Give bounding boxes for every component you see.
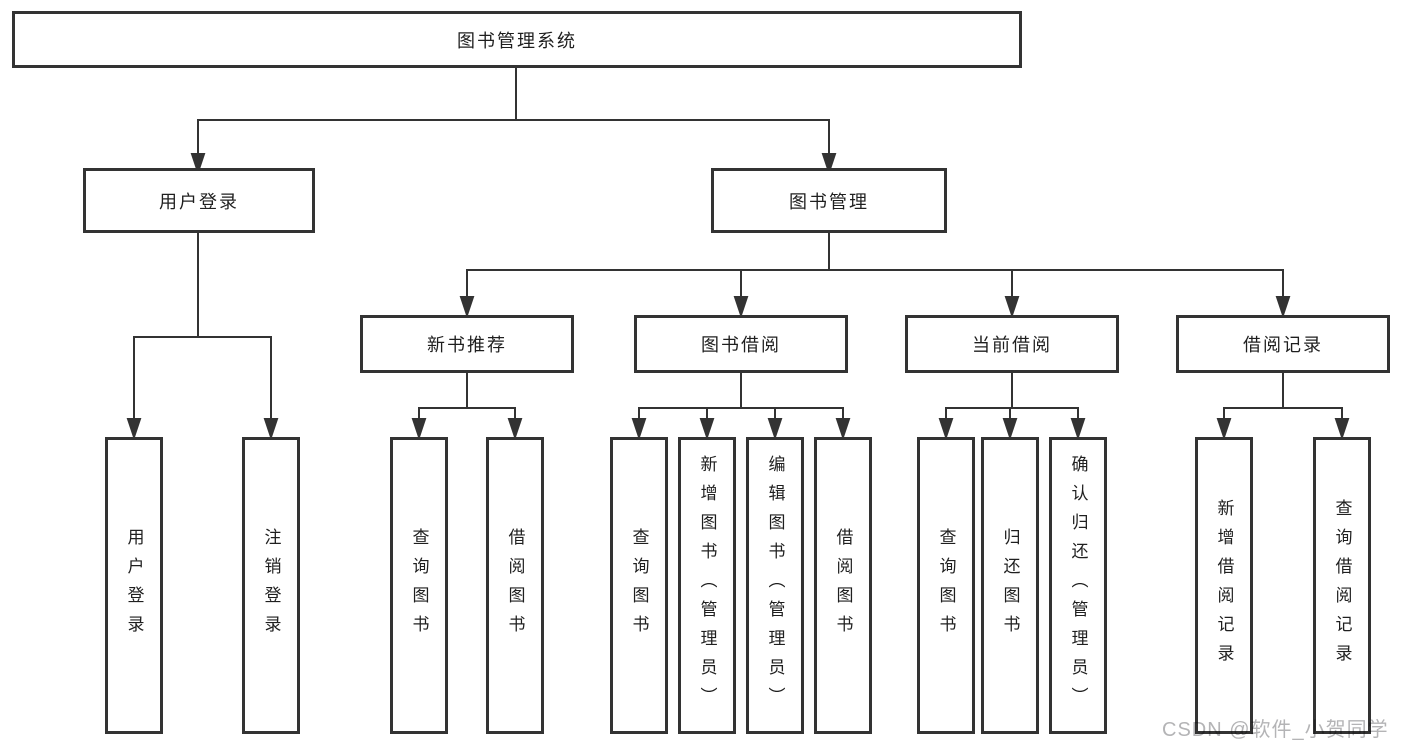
leaf-edit-books-admin: 编辑图书（管理员）	[746, 437, 804, 734]
leaf-return-books: 归还图书	[981, 437, 1039, 734]
leaf-add-books-admin-label: 新增图书（管理员）	[697, 455, 717, 716]
node-current-borrowing-label: 当前借阅	[972, 335, 1052, 355]
arrow-down-icon	[1070, 418, 1086, 441]
leaf-user-login: 用户登录	[105, 437, 163, 734]
leaf-return-books-label: 归还图书	[1000, 527, 1020, 644]
node-book-borrowing: 图书借阅	[634, 315, 848, 373]
arrow-down-icon	[1334, 418, 1350, 441]
node-book-management-label: 图书管理	[789, 191, 869, 212]
leaf-add-books-admin: 新增图书（管理员）	[678, 437, 736, 734]
leaf-query-borrow-record: 查询借阅记录	[1313, 437, 1371, 734]
watermark: CSDN @软件_小贺同学	[1162, 719, 1389, 741]
node-new-book-recommendation-label: 新书推荐	[427, 335, 507, 355]
leaf-borrow-books-1: 借阅图书	[486, 437, 544, 734]
leaf-logout-label: 注销登录	[261, 527, 281, 644]
leaf-query-books-1-label: 查询图书	[409, 527, 429, 644]
leaf-query-books-1: 查询图书	[390, 437, 448, 734]
node-borrowing-records-label: 借阅记录	[1243, 335, 1323, 355]
arrow-down-icon	[767, 418, 783, 441]
arrow-down-icon	[733, 296, 749, 319]
arrow-down-icon	[1004, 296, 1020, 319]
leaf-add-borrow-record-label: 新增借阅记录	[1214, 498, 1234, 673]
arrow-down-icon	[835, 418, 851, 441]
arrow-down-icon	[938, 418, 954, 441]
leaf-borrow-books-1-label: 借阅图书	[505, 527, 525, 644]
leaf-edit-books-admin-label: 编辑图书（管理员）	[765, 455, 785, 716]
arrow-down-icon	[631, 418, 647, 441]
leaf-add-borrow-record: 新增借阅记录	[1195, 437, 1253, 734]
node-borrowing-records: 借阅记录	[1176, 315, 1390, 373]
node-book-borrowing-label: 图书借阅	[701, 335, 781, 355]
leaf-logout: 注销登录	[242, 437, 300, 734]
leaf-query-books-2-label: 查询图书	[629, 527, 649, 644]
leaf-borrow-books-2-label: 借阅图书	[833, 527, 853, 644]
node-user-login: 用户登录	[83, 168, 315, 233]
arrow-down-icon	[126, 418, 142, 441]
leaf-query-borrow-record-label: 查询借阅记录	[1332, 498, 1352, 673]
node-user-login-label: 用户登录	[159, 191, 239, 212]
arrow-down-icon	[1002, 418, 1018, 441]
leaf-query-books-2: 查询图书	[610, 437, 668, 734]
arrow-down-icon	[1216, 418, 1232, 441]
leaf-query-books-3: 查询图书	[917, 437, 975, 734]
leaf-query-books-3-label: 查询图书	[936, 527, 956, 644]
node-book-management: 图书管理	[711, 168, 947, 233]
arrow-down-icon	[411, 418, 427, 441]
arrow-down-icon	[699, 418, 715, 441]
arrow-down-icon	[507, 418, 523, 441]
node-current-borrowing: 当前借阅	[905, 315, 1119, 373]
leaf-borrow-books-2: 借阅图书	[814, 437, 872, 734]
leaf-confirm-return-admin: 确认归还（管理员）	[1049, 437, 1107, 734]
arrow-down-icon	[1275, 296, 1291, 319]
node-root: 图书管理系统	[12, 11, 1022, 68]
node-root-label: 图书管理系统	[457, 30, 577, 51]
leaf-confirm-return-admin-label: 确认归还（管理员）	[1068, 455, 1088, 716]
leaf-user-login-label: 用户登录	[124, 527, 144, 644]
arrow-down-icon	[263, 418, 279, 441]
node-new-book-recommendation: 新书推荐	[360, 315, 574, 373]
arrow-down-icon	[459, 296, 475, 319]
